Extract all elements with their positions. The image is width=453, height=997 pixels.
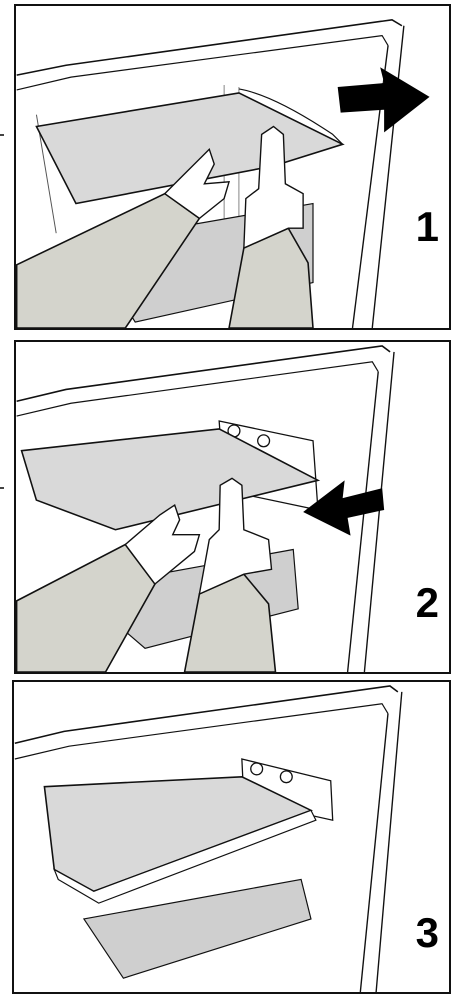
fridge-top-edge [17, 20, 402, 75]
arrow-right [338, 67, 430, 132]
left-sleeve [17, 545, 155, 672]
fridge-top-edge [15, 686, 398, 743]
fridge-right-outer [372, 26, 404, 328]
fridge-top-edge [17, 346, 390, 401]
step-2-panel: 2 [14, 340, 451, 674]
step-number: 1 [416, 206, 439, 248]
step-number: 2 [416, 582, 439, 624]
margin-mark [0, 487, 4, 489]
fridge-inner-top [17, 36, 388, 90]
step-number: 3 [416, 912, 439, 954]
step-3-panel: 3 [12, 680, 451, 994]
step-1-illustration [16, 6, 449, 328]
fridge-right-wall [348, 372, 379, 672]
step-1-panel: 1 [14, 4, 451, 330]
margin-mark [0, 134, 4, 136]
fridge-right-outer [376, 692, 402, 992]
step-2-illustration [16, 342, 449, 672]
fridge-right-wall [360, 714, 388, 992]
step-3-illustration [14, 682, 449, 992]
